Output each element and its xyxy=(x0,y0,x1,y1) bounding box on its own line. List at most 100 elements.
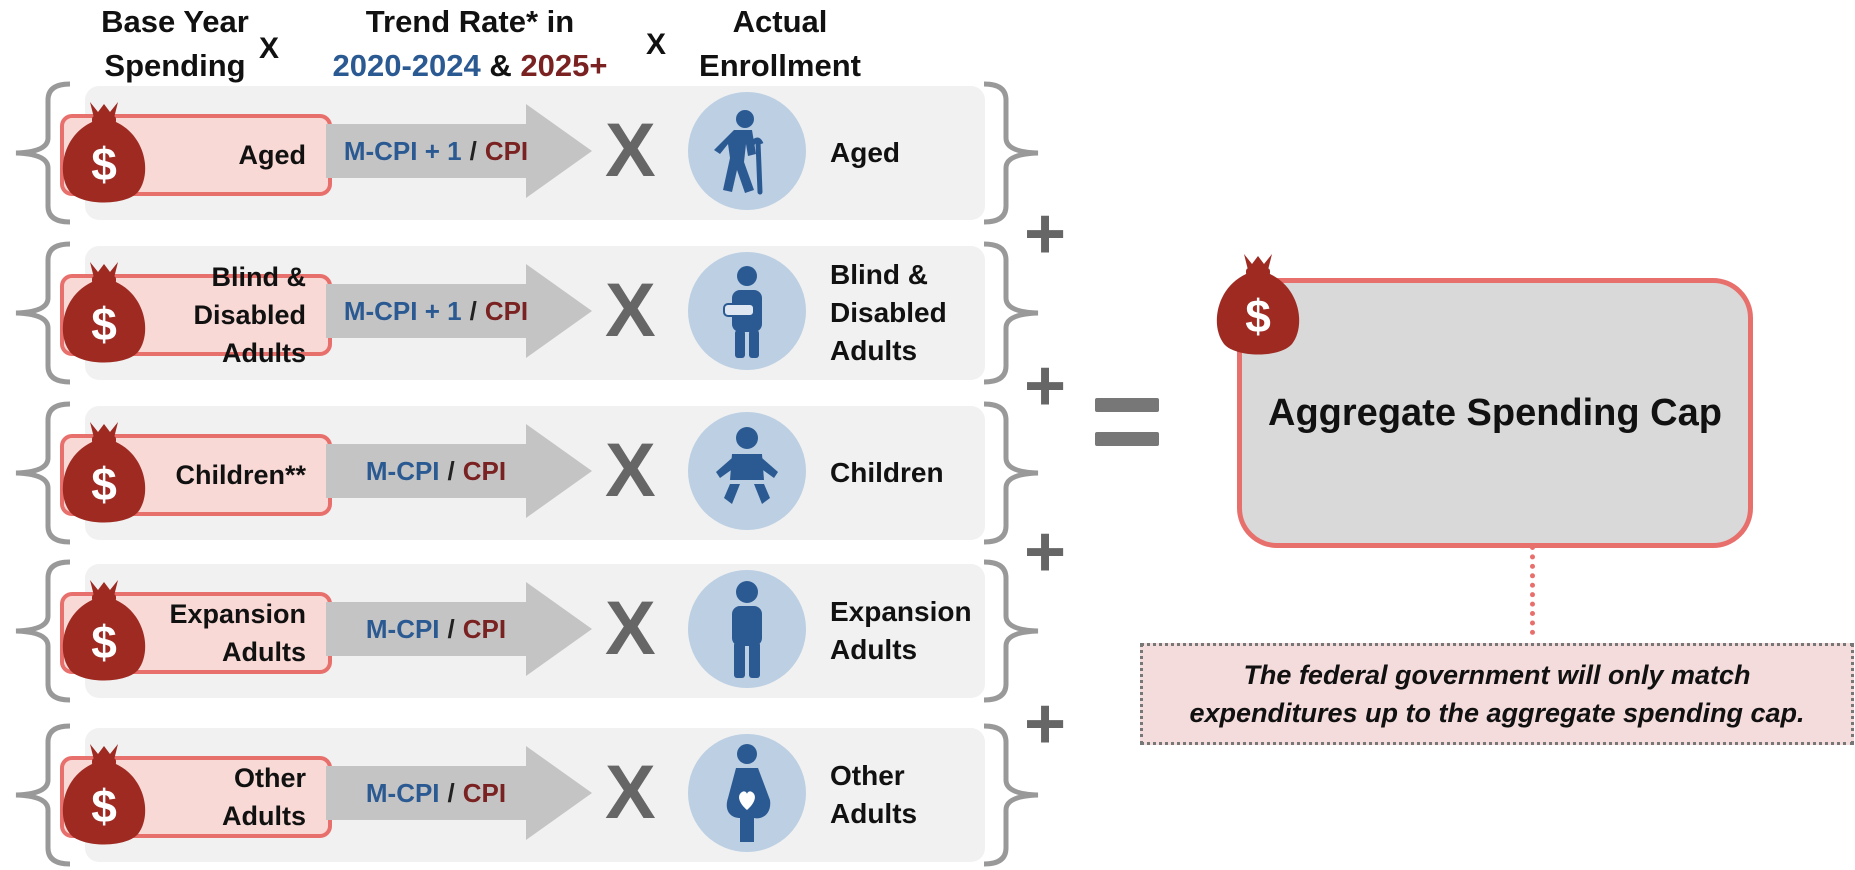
multiply-sign: X xyxy=(605,586,656,671)
dollar-sign: $ xyxy=(1245,290,1271,342)
header-actual-enrollment: Actual Enrollment xyxy=(680,0,880,88)
pregnant-person-icon xyxy=(726,744,771,842)
trend-rate-separator: / xyxy=(447,613,455,644)
left-brace xyxy=(15,723,71,867)
base-year-spending-label: Expansion Adults xyxy=(169,599,306,667)
trend-rate: M-CPI/CPI xyxy=(326,424,546,518)
trend-rate-separator: / xyxy=(469,135,477,166)
trend-arrow-icon xyxy=(326,424,592,518)
right-brace xyxy=(983,401,1039,545)
base-year-spending-label: Children** xyxy=(175,460,306,490)
multiply-sign: X xyxy=(605,750,656,835)
formula-row: Other Adults $ M-CPI/CPI X Other Adults xyxy=(0,720,1040,870)
person-icon xyxy=(732,581,762,678)
dollar-sign: $ xyxy=(91,616,117,668)
trend-rate: M-CPI + 1/CPI xyxy=(326,264,546,358)
enrollment-label: Aged xyxy=(830,137,900,168)
enrollment-icon-circle xyxy=(688,92,806,210)
trend-rate-late: CPI xyxy=(484,295,529,326)
header-actual-line2: Enrollment xyxy=(699,48,861,83)
money-bag-icon: $ xyxy=(62,422,146,523)
formula-row: Aged $ M-CPI + 1/CPI X Aged xyxy=(0,78,1040,228)
money-bag-icon: $ xyxy=(62,262,146,363)
left-brace xyxy=(15,559,71,703)
left-brace xyxy=(15,241,71,385)
baby-icon xyxy=(716,427,778,504)
enrollment-icon-circle xyxy=(688,570,806,688)
header-multiply-1: X xyxy=(259,32,280,65)
enrollment-label: Other Adults xyxy=(830,760,918,829)
dollar-sign: $ xyxy=(91,298,117,350)
money-bag-icon: $ xyxy=(1216,254,1300,355)
money-bag-icon: $ xyxy=(62,580,146,681)
enrollment-icon-circle xyxy=(688,252,806,370)
right-brace xyxy=(983,81,1039,225)
header-period-2020-2024: 2020-2024 xyxy=(332,48,481,83)
header-trend-rate-line2: 2020-2024 & 2025+ xyxy=(310,44,630,88)
header-base-year-line2: Spending xyxy=(104,48,246,83)
right-brace xyxy=(983,241,1039,385)
header-amp: & xyxy=(489,48,512,83)
trend-rate: M-CPI/CPI xyxy=(326,582,546,676)
money-bag-icon: $ xyxy=(62,744,146,845)
header-base-year-line1: Base Year xyxy=(101,4,249,39)
person-with-sling-icon xyxy=(723,266,762,358)
enrollment-icon-circle xyxy=(688,412,806,530)
header-period-2025: 2025+ xyxy=(520,48,608,83)
federal-match-note: The federal government will only match e… xyxy=(1140,643,1854,745)
trend-rate-early: M-CPI xyxy=(365,455,440,486)
aggregate-spending-cap-box: Aggregate Spending Cap xyxy=(1237,278,1753,548)
trend-rate-early: M-CPI xyxy=(365,613,440,644)
plus-sign-4: + xyxy=(1024,684,1067,764)
header-base-year-spending: Base Year Spending xyxy=(80,0,270,88)
dollar-sign: $ xyxy=(91,138,117,190)
header-trend-rate: Trend Rate* in 2020-2024 & 2025+ xyxy=(310,0,630,88)
trend-rate-early: M-CPI xyxy=(365,777,440,808)
trend-rate-separator: / xyxy=(447,777,455,808)
header-multiply-2: X xyxy=(646,28,667,61)
dotted-connector xyxy=(1530,545,1535,635)
enrollment-icon-circle xyxy=(688,734,806,852)
plus-sign-2: + xyxy=(1024,346,1067,426)
header-actual-line1: Actual xyxy=(732,4,828,39)
trend-rate-late: CPI xyxy=(462,455,507,486)
formula-row: Blind & Disabled Adults $ M-CPI + 1/CPI X Bl… xyxy=(0,238,1040,388)
dollar-sign: $ xyxy=(91,458,117,510)
base-year-spending-label: Other Adults xyxy=(222,763,306,831)
multiply-sign: X xyxy=(605,108,656,193)
enrollment-label: Blind & Disabled Adults xyxy=(830,259,947,366)
trend-arrow-icon xyxy=(326,264,592,358)
trend-rate-late: CPI xyxy=(484,135,529,166)
right-brace xyxy=(983,723,1039,867)
trend-rate-late: CPI xyxy=(462,613,507,644)
left-brace xyxy=(15,81,71,225)
multiply-sign: X xyxy=(605,268,656,353)
base-year-spending-label: Blind & Disabled Adults xyxy=(193,262,306,368)
left-brace xyxy=(15,401,71,545)
formula-row: Expansion Adults $ M-CPI/CPI X Expansion Adu… xyxy=(0,556,1040,706)
trend-arrow-icon xyxy=(326,746,592,840)
elderly-person-icon xyxy=(714,110,764,195)
trend-arrow-icon xyxy=(326,104,592,198)
plus-sign-3: + xyxy=(1024,512,1067,592)
trend-rate-early: M-CPI + 1 xyxy=(343,295,462,326)
base-year-spending-label: Aged xyxy=(238,140,307,170)
dollar-sign: $ xyxy=(91,780,117,832)
trend-rate-separator: / xyxy=(469,295,477,326)
trend-rate: M-CPI + 1/CPI xyxy=(326,104,546,198)
formula-row: Children** $ M-CPI/CPI X Children xyxy=(0,398,1040,548)
multiply-sign: X xyxy=(605,428,656,513)
trend-rate-early: M-CPI + 1 xyxy=(343,135,462,166)
header-trend-rate-line1: Trend Rate* in xyxy=(365,4,575,39)
enrollment-label: Children xyxy=(830,457,944,488)
trend-arrow-icon xyxy=(326,582,592,676)
enrollment-label: Expansion Adults xyxy=(830,596,972,665)
money-bag-icon: $ xyxy=(62,102,146,203)
right-brace xyxy=(983,559,1039,703)
trend-rate-late: CPI xyxy=(462,777,507,808)
trend-rate-separator: / xyxy=(447,455,455,486)
trend-rate: M-CPI/CPI xyxy=(326,746,546,840)
equals-sign xyxy=(1095,398,1159,448)
aggregate-spending-cap-label: Aggregate Spending Cap xyxy=(1268,391,1722,434)
plus-sign-1: + xyxy=(1024,194,1067,274)
